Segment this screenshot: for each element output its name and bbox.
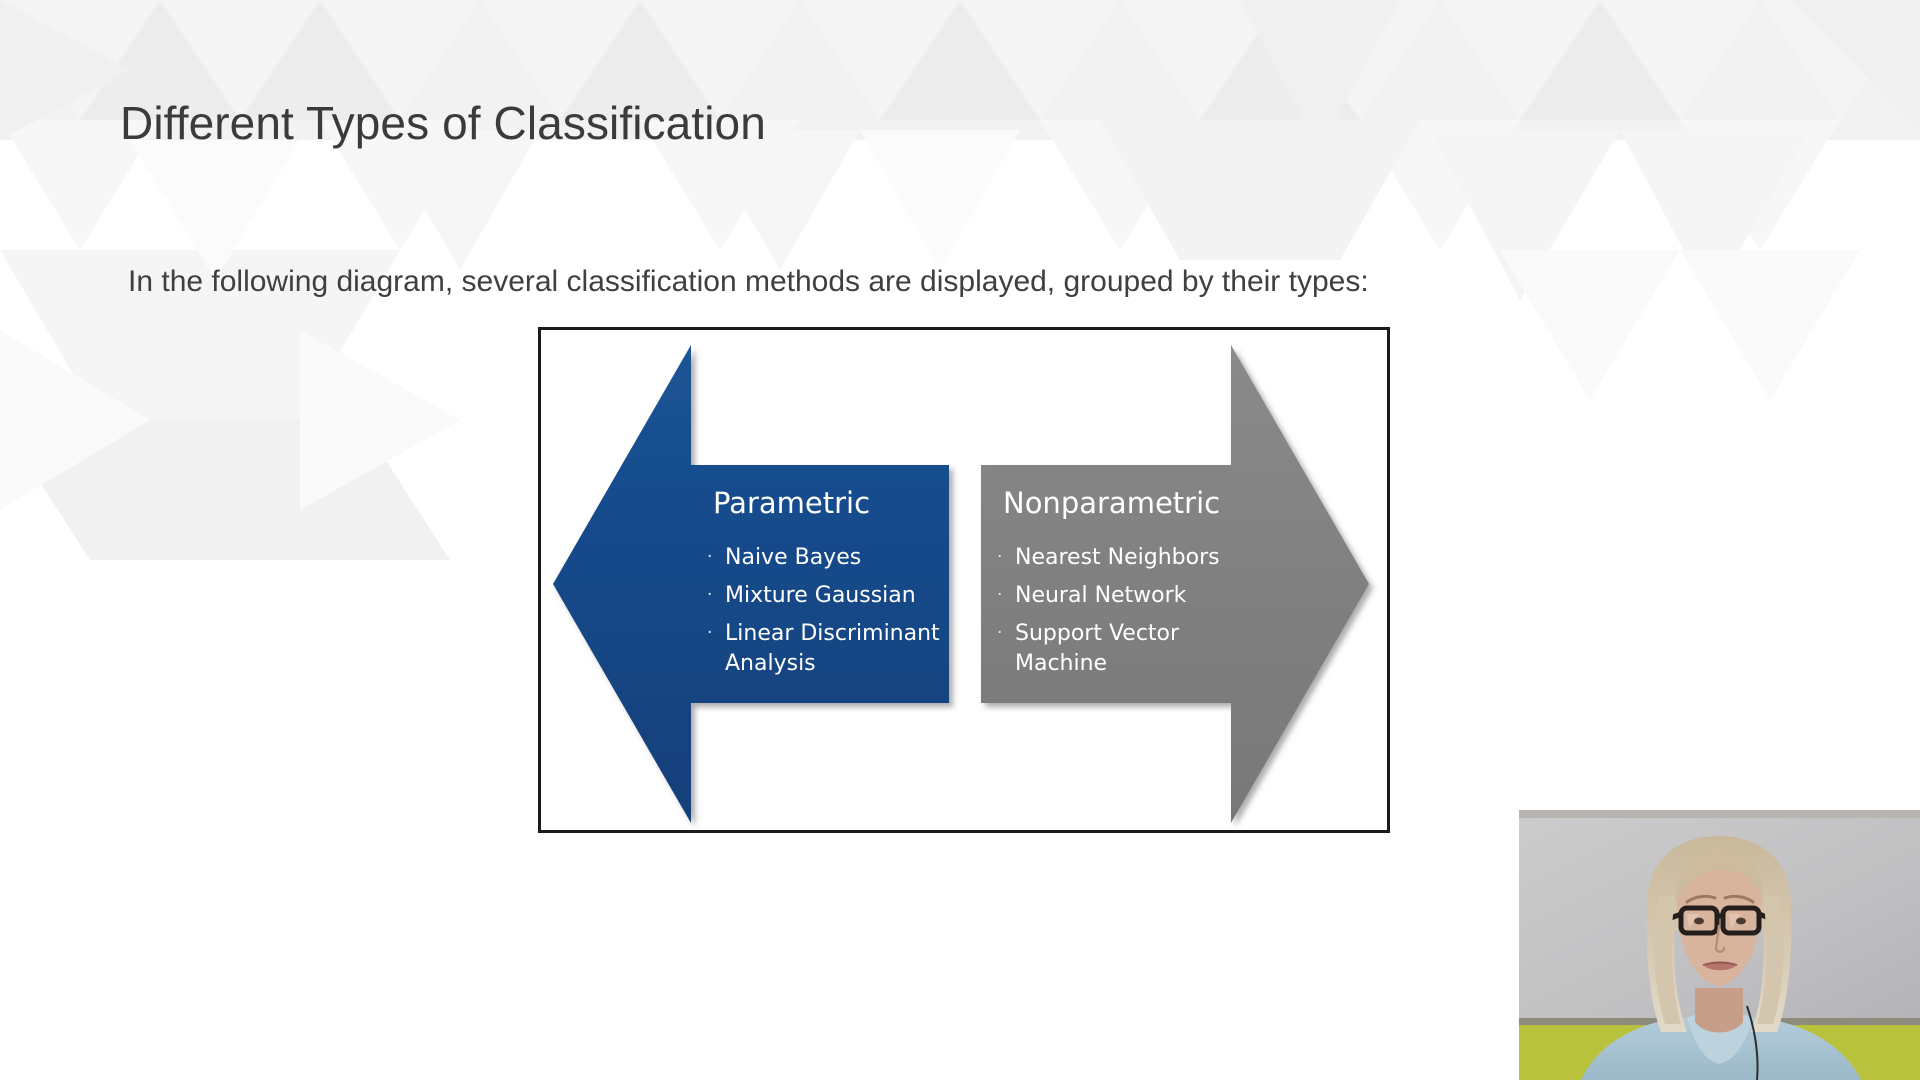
nonparametric-bullet-3: · [997,623,1002,643]
nonparametric-item-1: Nearest Neighbors [1015,545,1220,570]
presenter-webcam[interactable] [1519,810,1920,1080]
nonparametric-item-3-cont: Machine [1015,651,1107,676]
parametric-item-3-cont: Analysis [725,651,816,676]
nonparametric-heading: Nonparametric [1003,486,1220,520]
nonparametric-arrow [981,345,1369,823]
nonparametric-item-2: Neural Network [1015,583,1187,608]
nonparametric-bullet-1: · [997,547,1002,567]
parametric-heading: Parametric [713,486,870,520]
parametric-item-1: Naive Bayes [725,545,861,570]
classification-diagram: Parametric · Naive Bayes · Mixture Gauss… [538,327,1390,833]
parametric-bullet-2: · [707,585,712,605]
parametric-item-2: Mixture Gaussian [725,583,916,608]
parametric-bullet-1: · [707,547,712,567]
parametric-text-group: Parametric · Naive Bayes · Mixture Gauss… [707,486,940,676]
nonparametric-bullet-2: · [997,585,1002,605]
parametric-item-3: Linear Discriminant [725,621,940,646]
slide-body-text: In the following diagram, several classi… [128,265,1369,298]
parametric-arrow [553,345,949,823]
page-title: Different Types of Classification [120,97,766,149]
nonparametric-text-group: Nonparametric · Nearest Neighbors · Neur… [997,486,1220,676]
nonparametric-item-3: Support Vector [1015,621,1180,646]
parametric-bullet-3: · [707,623,712,643]
